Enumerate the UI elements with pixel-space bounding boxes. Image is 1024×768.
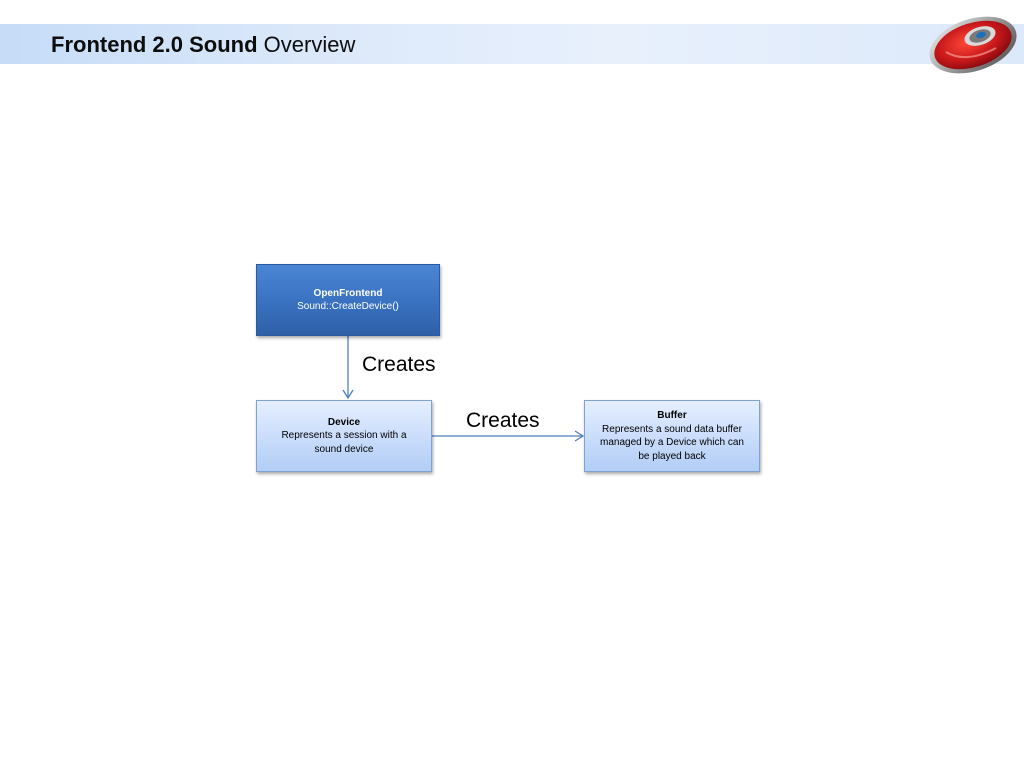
edge-label-device-buffer: Creates bbox=[466, 409, 540, 432]
buffer-node: Buffer Represents a sound data buffer ma… bbox=[584, 400, 760, 472]
title-bar bbox=[0, 24, 1024, 64]
buffer-name: Buffer bbox=[657, 410, 687, 421]
slide-title: Frontend 2.0 Sound Overview bbox=[51, 31, 355, 59]
connector-device-to-buffer bbox=[432, 430, 585, 442]
device-node: Device Represents a session with a sound… bbox=[256, 400, 432, 472]
device-name: Device bbox=[327, 416, 361, 428]
buffer-detail: Represents a sound data buffer managed b… bbox=[600, 423, 744, 462]
red-disc-logo-icon bbox=[929, 16, 1017, 74]
open-frontend-name: OpenFrontend bbox=[313, 287, 383, 299]
slide-title-rest: Overview bbox=[257, 32, 356, 57]
edge-label-frontend-device: Creates bbox=[362, 353, 436, 376]
open-frontend-node: OpenFrontend Sound::CreateDevice() bbox=[256, 264, 440, 336]
device-detail: Represents a session with a sound device bbox=[281, 430, 407, 455]
open-frontend-detail: Sound::CreateDevice() bbox=[297, 301, 399, 312]
connector-frontend-to-device bbox=[342, 336, 354, 400]
slide-title-bold: Frontend 2.0 Sound bbox=[51, 32, 258, 57]
